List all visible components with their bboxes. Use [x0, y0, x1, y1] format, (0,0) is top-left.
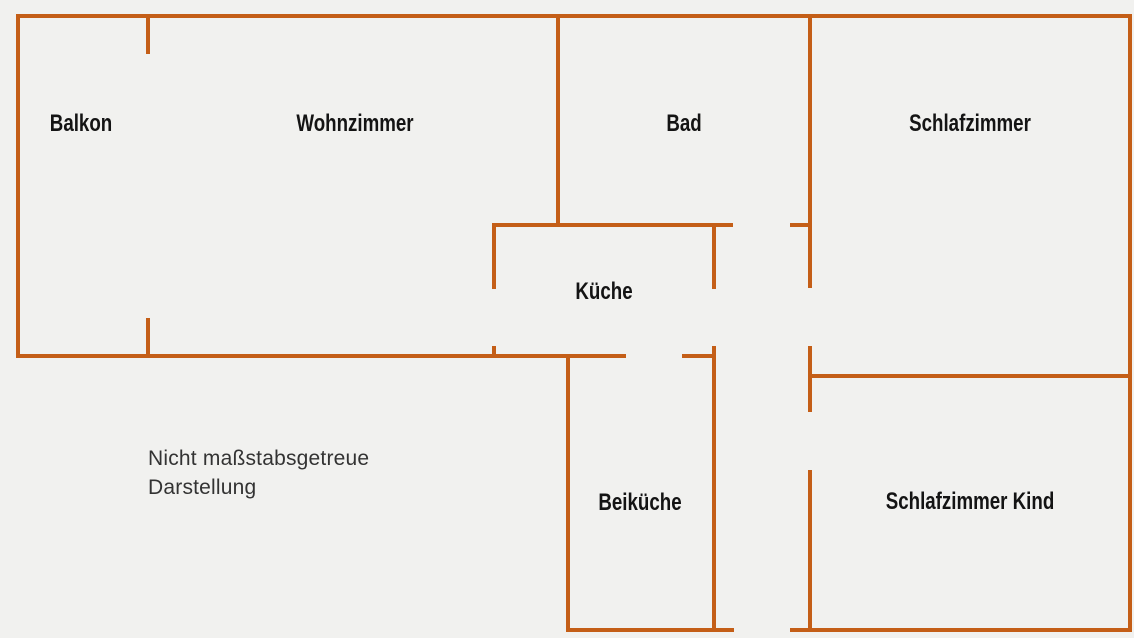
room-label-kueche: Küche: [575, 278, 633, 305]
wall-left-outer: [16, 14, 20, 358]
room-label-bad: Bad: [666, 110, 702, 137]
room-label-schlafzimmer-kind: Schlafzimmer Kind: [885, 488, 1055, 515]
wall-bad-schlafzimmer-divider: [808, 14, 812, 288]
wall-top-outer: [16, 14, 1132, 18]
wall-beikueche-bottom: [566, 628, 734, 632]
room-label-beikueche: Beiküche: [598, 489, 682, 516]
disclaimer-text: Nicht maßstabsgetreue Darstellung: [148, 444, 369, 502]
wall-kind-left-lower: [808, 470, 812, 629]
room-label-balkon: Balkon: [49, 110, 113, 137]
wall-kueche-top: [492, 223, 733, 227]
wall-bottom-right-outer: [790, 628, 1130, 632]
wall-kueche-right-upper: [712, 223, 716, 289]
wall-bottom-main: [16, 354, 626, 358]
room-label-wohnzimmer: Wohnzimmer: [296, 110, 414, 137]
wall-beikueche-left: [566, 354, 570, 632]
wall-bottom-seg2: [682, 354, 715, 358]
wall-balkon-stub-bottom: [146, 318, 150, 358]
wall-bad-bottom-stub: [790, 223, 810, 227]
wall-kind-top: [808, 374, 1130, 378]
wall-kueche-left-stub: [492, 346, 496, 358]
wall-wohnzimmer-bad-divider: [556, 14, 560, 227]
wall-kueche-left-upper: [492, 223, 496, 289]
disclaimer-line-2: Darstellung: [148, 476, 257, 499]
wall-right-outer: [1128, 14, 1132, 632]
wall-hall-schlafzimmer-mid: [808, 346, 812, 412]
wall-balkon-stub-top: [146, 14, 150, 54]
wall-beikueche-right: [712, 346, 716, 632]
room-label-schlafzimmer: Schlafzimmer: [909, 110, 1031, 137]
disclaimer-line-1: Nicht maßstabsgetreue: [148, 447, 370, 470]
